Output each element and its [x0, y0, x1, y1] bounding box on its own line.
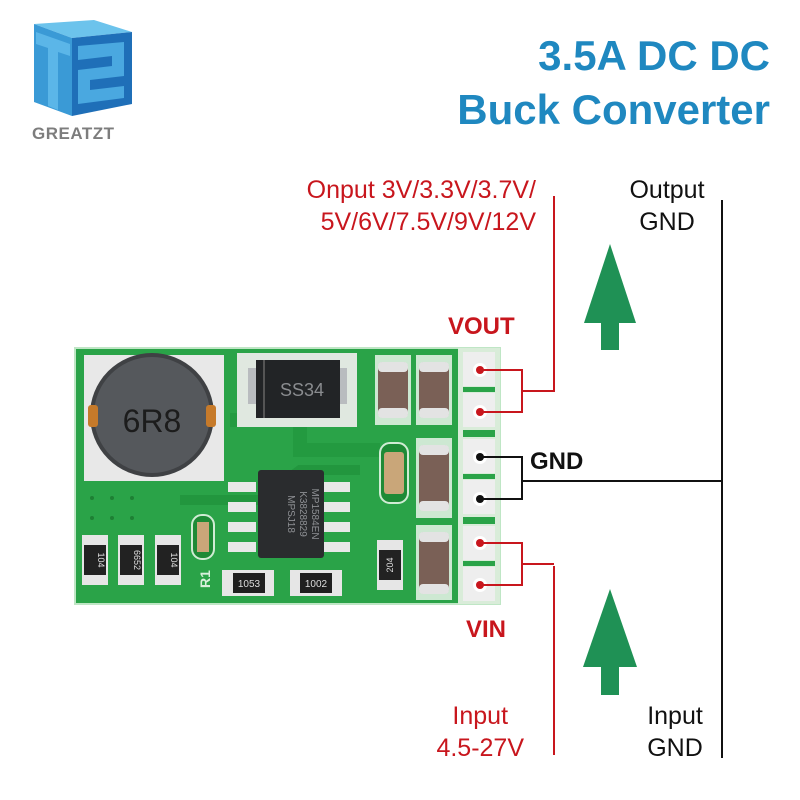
resistor-marking-1: 104 — [96, 552, 106, 567]
title-line-1: 3.5A DC DC — [538, 32, 770, 79]
gnd-label: GND — [530, 448, 584, 475]
silkscreen-r1: R1 — [197, 570, 213, 588]
output-voltage-line-2: 5V/6V/7.5V/9V/12V — [320, 208, 536, 236]
input-gnd-line-2: GND — [647, 734, 703, 762]
ic-marking-1: MP1584EN — [309, 488, 320, 539]
output-gnd-line-1: Output — [629, 176, 705, 204]
resistor-marking-5: 1002 — [305, 579, 328, 590]
resistor-marking-2: 6652 — [132, 550, 142, 570]
output-gnd-label: Output GND — [612, 174, 722, 238]
input-voltage-label: Input 4.5-27V — [436, 700, 524, 764]
brand-logo — [28, 18, 138, 118]
resistor-marking-4: 1053 — [238, 579, 261, 590]
resistor-marking-3: 104 — [169, 552, 179, 567]
vout-connector — [473, 363, 554, 419]
input-arrow-icon — [583, 589, 637, 695]
output-voltage-line-1: Onput 3V/3.3V/3.7V/ — [306, 176, 536, 204]
output-gnd-line-2: GND — [639, 208, 695, 236]
ic-marking-2: K3828829 — [297, 491, 308, 537]
pcb-board: 6R8 SS34 MP1584EN K3828829 MPSJ18 R1 — [74, 347, 501, 605]
t2-cube-logo-icon — [34, 20, 132, 116]
gnd-connector — [473, 450, 523, 506]
inductor-marking: 6R8 — [123, 403, 182, 439]
input-voltage-line-1: Input — [452, 702, 509, 730]
brand-name: GREATZT — [32, 124, 115, 143]
resistor-marking-6: 204 — [385, 557, 395, 572]
vout-label: VOUT — [448, 313, 515, 340]
ic-marking-3: MPSJ18 — [285, 495, 296, 533]
input-voltage-line-2: 4.5-27V — [436, 734, 524, 762]
vin-label: VIN — [466, 616, 507, 643]
output-voltage-label: Onput 3V/3.3V/3.7V/ 5V/6V/7.5V/9V/12V — [307, 174, 536, 238]
input-gnd-label: Input GND — [620, 700, 730, 764]
output-arrow-icon — [584, 244, 636, 350]
vin-connector — [473, 536, 554, 592]
title-line-2: Buck Converter — [457, 86, 770, 133]
diode-marking: SS34 — [280, 380, 324, 400]
input-gnd-line-1: Input — [647, 702, 703, 730]
